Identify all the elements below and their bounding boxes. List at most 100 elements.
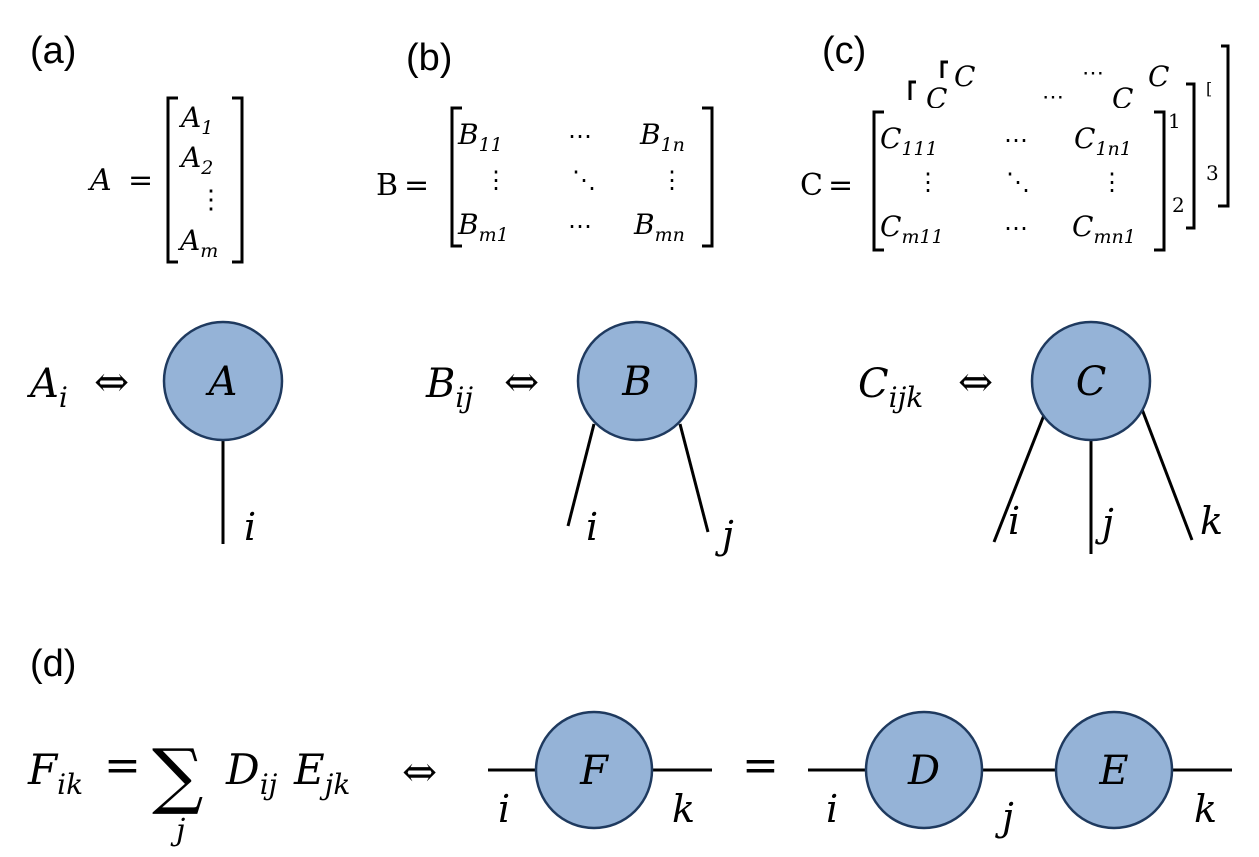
index-label-a-i: i	[244, 505, 256, 549]
tensor-c-cell-mn1: Cmn1	[1072, 210, 1136, 248]
index-label-b-i: i	[586, 505, 598, 549]
matrix-b-vdots-left: ⋮	[484, 166, 508, 194]
lhs-f-ik: Fik	[27, 745, 83, 801]
index-label-c-j: j	[1095, 501, 1114, 545]
index-label-e-k: k	[1194, 787, 1217, 831]
matrix-a-entry-m: Am	[177, 224, 218, 262]
node-e-label: E	[1098, 748, 1128, 794]
matrix-b-ddots: ⋱	[572, 166, 596, 194]
iff-arrow-c: ⇔	[958, 357, 993, 406]
matrix-a-name: A	[87, 163, 112, 198]
matrix-b-left-bracket	[450, 106, 462, 248]
matrix-b-node-diagram: Bij ⇔ B i j	[425, 320, 734, 557]
tensor-c-layer-2-entry-right: C	[1112, 82, 1133, 115]
tensor-c-definition: C ⋯ C [ 3 C ⋯ C 2 C = 1 C111 ⋯ C1n1 ⋮ ⋱ …	[800, 44, 1230, 252]
matrix-b-cell-1n: B1n	[639, 118, 685, 156]
tensor-c-layer-mark-top: [	[1206, 79, 1212, 98]
vector-a-node-diagram: Ai ⇔ A i	[26, 320, 284, 549]
matrix-b-cell-m1: Bm1	[457, 208, 509, 246]
tensor-c-vdots-left: ⋮	[916, 168, 940, 196]
index-label-b-j: j	[715, 513, 734, 557]
panel-label-c: (c)	[822, 30, 866, 72]
tensor-c-layer-2-entry-left: C	[926, 82, 947, 115]
tensor-c-layer-mark-1: 1	[1168, 109, 1181, 133]
index-label-d-i: i	[826, 787, 838, 831]
node-f	[534, 710, 654, 830]
tensor-c-cdots-bottom: ⋯	[1004, 214, 1028, 242]
contraction-node-f: F i k	[488, 710, 712, 831]
panel-label-a: (a)	[30, 30, 76, 72]
factor-d-ij: Dij	[225, 745, 278, 801]
matrix-b-cell-mn: Bmn	[633, 208, 685, 246]
index-label-d-e-j: j	[995, 795, 1014, 839]
leg-b-j	[678, 423, 710, 533]
matrix-b-cdots-top: ⋯	[568, 122, 592, 150]
sum-symbol: ∑	[152, 733, 203, 817]
tensor-c-name: C	[800, 168, 823, 203]
node-f-label: F	[579, 748, 609, 794]
equals-d: =	[104, 740, 141, 791]
node-b-label: B	[621, 359, 651, 405]
index-label-c-k: k	[1200, 499, 1223, 543]
matrix-b-cell-11: B11	[457, 118, 503, 156]
matrix-b-name: B	[376, 168, 398, 203]
matrix-b-right-bracket	[702, 106, 714, 248]
index-label-f-k: k	[672, 787, 695, 831]
tensor-c-vdots-right: ⋮	[1100, 168, 1124, 196]
node-d	[864, 710, 984, 830]
matrix-a-entry-2: A2	[178, 141, 213, 179]
tensor-c-ddots: ⋱	[1006, 168, 1030, 196]
matrix-a-right-bracket	[232, 96, 244, 264]
leg-c-k	[1138, 403, 1194, 541]
element-c-ijk: Cijk	[858, 361, 923, 414]
sum-index-j: j	[170, 813, 185, 848]
tensor-c-layer-3-entry-right: C	[1148, 60, 1169, 93]
node-a	[162, 320, 284, 442]
matrix-a-equals: =	[128, 163, 153, 198]
node-e	[1054, 710, 1174, 830]
tensor-c-cell-m11: Cm11	[880, 210, 944, 248]
index-label-c-i: i	[1008, 499, 1020, 543]
tensor-c-layer-3: C ⋯ C [ 3	[940, 44, 1230, 208]
tensor-c-layer-3-entry-left: C	[954, 60, 975, 93]
node-c	[1030, 320, 1152, 442]
tensor-c-layer-2-cdots: ⋯	[1042, 85, 1064, 110]
leg-b-i	[566, 423, 596, 527]
factor-e-jk: Ejk	[293, 745, 350, 801]
panel-label-d: (d)	[30, 643, 76, 685]
node-c-label: C	[1076, 359, 1107, 405]
vector-a-definition: A = A1 A2 ⋮ Am	[87, 96, 244, 264]
leg-c-i	[992, 409, 1048, 543]
tensor-c-layer-2: C ⋯ C 2	[908, 80, 1196, 230]
equals-d-2: =	[742, 740, 779, 791]
node-b	[576, 320, 698, 442]
tensor-c-cell-111: C111	[880, 122, 938, 160]
node-a-label: A	[205, 359, 238, 405]
matrix-a-left-bracket	[166, 96, 178, 264]
element-b-ij: Bij	[425, 361, 473, 414]
tensor-c-layer-3-cdots: ⋯	[1082, 61, 1104, 86]
tensor-c-cdots-top: ⋯	[1004, 126, 1028, 154]
index-label-f-i: i	[498, 787, 510, 831]
iff-arrow-a: ⇔	[94, 357, 129, 406]
iff-arrow-b: ⇔	[504, 357, 539, 406]
matrix-b-vdots-right: ⋮	[660, 166, 684, 194]
tensor-c-left-bracket	[872, 110, 884, 252]
tensor-c-front-mask	[872, 108, 1166, 250]
element-a-i: Ai	[26, 361, 68, 414]
matrix-b-definition: B = B11 ⋯ B1n ⋮ ⋱ ⋮ Bm1 ⋯ Bmn	[376, 106, 714, 248]
tensor-c-layer-mark-2: 2	[1172, 193, 1185, 217]
matrix-a-entry-1: A1	[178, 101, 213, 139]
contraction-equation: Fik = ∑ j Dij Ejk ⇔	[27, 733, 437, 848]
tensor-c-right-bracket	[1154, 110, 1166, 252]
matrix-b-equals: =	[404, 168, 429, 203]
panel-label-b: (b)	[406, 37, 452, 79]
iff-arrow-d: ⇔	[402, 747, 437, 796]
matrix-a-vdots: ⋮	[198, 185, 224, 215]
contraction-nodes-d-e: D E i j k	[808, 710, 1232, 839]
tensor-c-cell-1n1: C1n1	[1074, 122, 1132, 160]
tensor-c-equals: =	[828, 168, 853, 203]
node-d-label: D	[907, 748, 940, 794]
matrix-b-cdots-bottom: ⋯	[568, 212, 592, 240]
